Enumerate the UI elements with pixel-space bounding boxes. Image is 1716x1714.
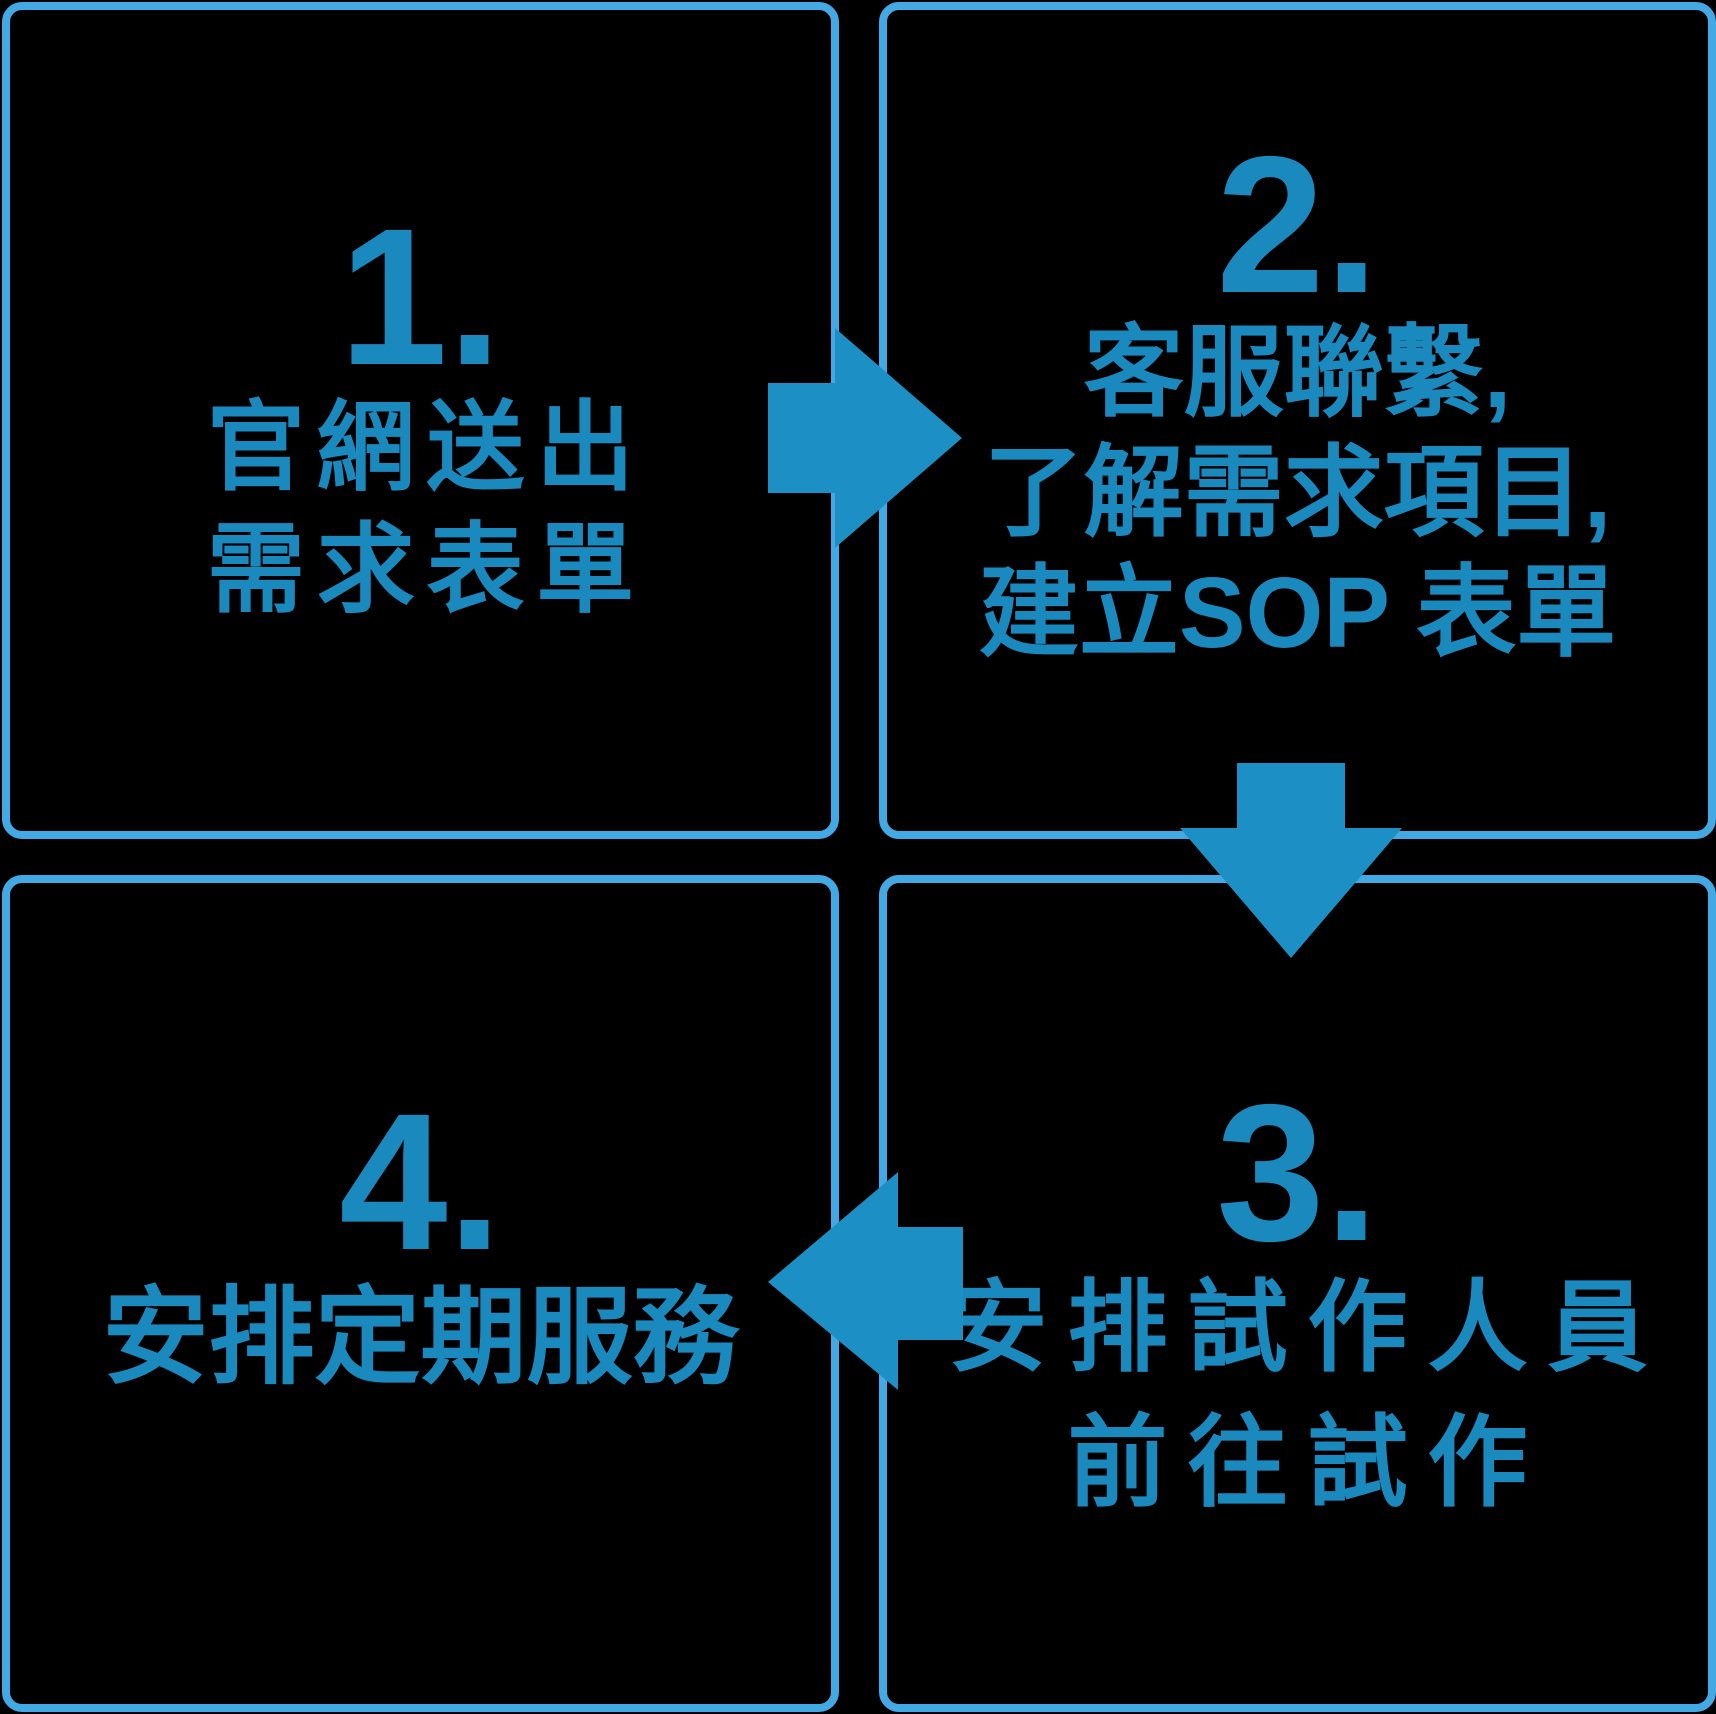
step-3-number: 3.	[1216, 1063, 1379, 1282]
step-2-number: 2.	[1216, 115, 1379, 334]
step-box-4: 4. 安排定期服務	[2, 875, 839, 1712]
step-2-line-3: 建立SOP 表單	[978, 557, 1617, 670]
step-2-content: 2. 客服聯繫, 了解需求項目, 建立SOP 表單	[978, 115, 1617, 674]
step-2-line-2: 了解需求項目,	[983, 437, 1612, 550]
step-1-number: 1.	[339, 188, 502, 407]
step-box-1: 1. 官網送出 需求表單	[2, 2, 839, 839]
step-1-line-1: 官網送出	[206, 391, 646, 502]
step-4-line-1: 安排定期服務	[102, 1279, 739, 1398]
step-4-content: 4. 安排定期服務	[102, 1072, 739, 1408]
step-3-line-2: 前往試作	[1067, 1407, 1548, 1520]
step-box-2: 2. 客服聯繫, 了解需求項目, 建立SOP 表單	[879, 2, 1716, 839]
step-2-line-1: 客服聯繫,	[1083, 317, 1512, 430]
step-box-3: 3. 安排試作人員 前往試作	[879, 875, 1716, 1712]
step-4-number: 4.	[339, 1072, 502, 1291]
step-1-line-2: 需求表單	[206, 514, 646, 625]
step-3-content: 3. 安排試作人員 前往試作	[928, 1063, 1668, 1532]
step-1-content: 1. 官網送出 需求表單	[195, 188, 646, 631]
step-3-line-1: 安排試作人員	[947, 1272, 1668, 1385]
